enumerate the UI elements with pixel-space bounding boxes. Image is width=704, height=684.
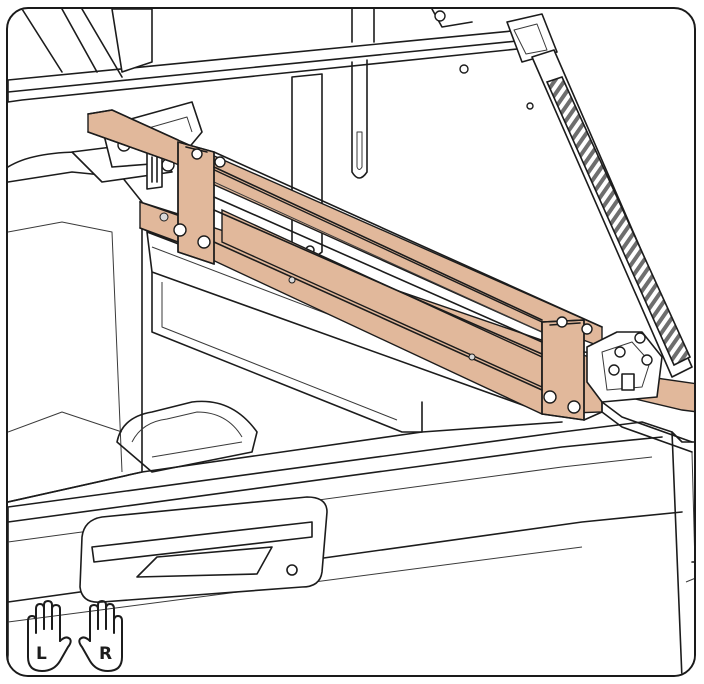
right-hand-label: R <box>99 644 113 664</box>
tailgate <box>8 421 694 675</box>
crossbar-bolts <box>159 148 593 414</box>
assembly-illustration <box>8 9 694 675</box>
crossbar-outlines <box>87 109 603 421</box>
left-hand-label: L <box>36 644 47 664</box>
right-latch-bracket <box>586 331 693 453</box>
right-hand-icon <box>78 600 123 672</box>
hand-indicator: L R <box>20 599 130 675</box>
left-hand-icon <box>27 600 72 672</box>
illustration-frame: L R <box>6 7 696 677</box>
rack-frame <box>8 9 693 378</box>
